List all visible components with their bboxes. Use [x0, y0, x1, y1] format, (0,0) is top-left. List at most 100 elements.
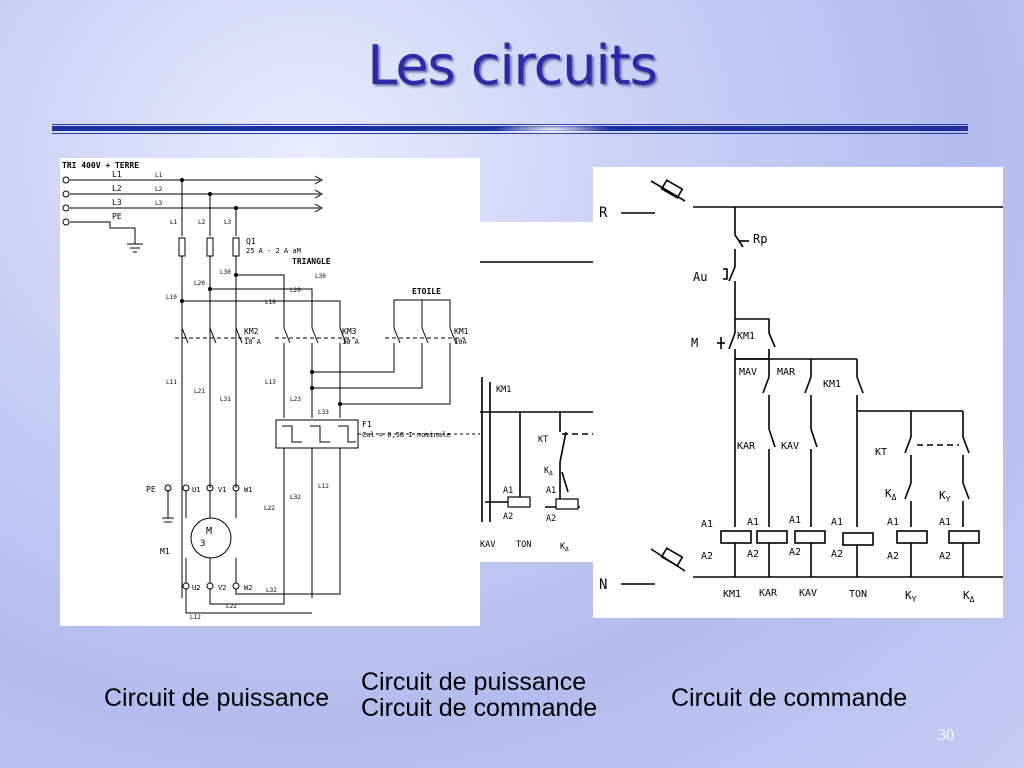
k-delta-sub: Δ [892, 493, 897, 502]
middle-diagram: KM1 KT KΔ A1 A2 A1 A2 KAV TON KΔ [480, 261, 600, 553]
terminal-w1: W1 [244, 486, 252, 494]
km1-rating: 10A [454, 338, 467, 346]
coil-km1-label: KM1 [723, 589, 741, 600]
supply-r-label: R [599, 205, 608, 221]
mav-label: MAV [739, 367, 757, 378]
coil2-a2: A2 [747, 549, 759, 560]
k-delta-contact: KΔ [885, 487, 897, 502]
km2-rating: 10 A [244, 338, 262, 346]
k-y-contact: KY [939, 489, 951, 504]
k-y-letter: K [939, 489, 946, 502]
coil-kar-label: KAR [759, 588, 778, 599]
line-l1: L1 [112, 170, 122, 179]
middle-kt-label: KT [538, 435, 548, 445]
wire-l2-top: L2 [155, 186, 163, 193]
wire-l23: L23 [290, 396, 301, 403]
terminal-w2: W2 [244, 584, 252, 592]
wire-l10-a: L10 [166, 294, 177, 301]
wire-l20-b: L20 [290, 287, 301, 294]
middle-k-bottom: KΔ [560, 542, 569, 553]
middle-k-sub: Δ [549, 470, 553, 477]
coil-k-y-letter: K [905, 589, 912, 602]
power-diagram-panel: TRI 400V + TERRE L1 L2 L3 PE L1 L2 L3 L1… [60, 158, 485, 626]
kar-label: KAR [737, 441, 756, 452]
supply-n-label: N [599, 577, 607, 593]
kt-label: KT [875, 447, 887, 458]
triangle-label: TRIANGLE [292, 257, 331, 266]
coil6-a1: A1 [939, 517, 951, 528]
coil5-a2: A2 [887, 551, 899, 562]
mar-label: MAR [777, 367, 796, 378]
coil-k-y-label: KY [905, 589, 917, 604]
relay-setting: Cal = 0,58 I nominale [362, 431, 451, 439]
relay-label: F1 [362, 420, 372, 429]
middle-a1-right: A1 [546, 486, 556, 496]
terminal-v2: V2 [218, 584, 226, 592]
wire-l30-b: L30 [315, 273, 326, 280]
middle-kav-label: KAV [480, 540, 495, 550]
slide-title: Les circuits [367, 34, 658, 97]
terminal-v1: V1 [218, 486, 226, 494]
coil3-a2: A2 [789, 547, 801, 558]
breaker-rating: 25 A - 2 A aM [246, 247, 301, 255]
wire-l1-top: L1 [155, 172, 163, 179]
km1-contact-label: KM1 [737, 331, 755, 342]
coil1-a1: A1 [701, 519, 713, 530]
k-delta-letter: K [885, 487, 892, 500]
wire-l11: L11 [166, 379, 177, 386]
coil2-a1: A1 [747, 517, 759, 528]
motor-symbol: M [206, 526, 212, 537]
middle-diagram-panel: KM1 KT KΔ A1 A2 A1 A2 KAV TON KΔ [470, 222, 600, 562]
line-l2: L2 [112, 184, 122, 193]
control-diagram: R N Rp Au M KM1 MAV MAR KM1 KAR KAV KT K… [599, 179, 1003, 604]
coil-k-delta-sub: Δ [970, 595, 975, 604]
wire-l32-b: L32 [266, 587, 277, 594]
motor-label: M1 [160, 547, 170, 556]
wire-l20-a: L20 [194, 280, 205, 287]
coil-k-delta-letter: K [963, 589, 970, 602]
coil-ton-label: TON [849, 589, 867, 600]
coil4-a1: A1 [831, 517, 843, 528]
wire-l32-a: L32 [290, 494, 301, 501]
coil4-a2: A2 [831, 549, 843, 560]
coil6-a2: A2 [939, 551, 951, 562]
wire-l3-top: L3 [155, 200, 163, 207]
pe-label: PE [146, 485, 156, 494]
wire-l2-tap: L2 [198, 219, 206, 226]
middle-a2-left: A2 [503, 512, 513, 522]
kav-label: KAV [781, 441, 799, 452]
coil5-a1: A1 [887, 517, 899, 528]
power-diagram: TRI 400V + TERRE L1 L2 L3 PE L1 L2 L3 L1… [62, 161, 485, 621]
etoile-label: ETOILE [412, 287, 441, 296]
coil-kav-label: KAV [799, 588, 817, 599]
middle-km1-label: KM1 [496, 385, 511, 395]
middle-k-label: KΔ [544, 466, 553, 477]
caption-power-left: Circuit de puissance [104, 684, 330, 712]
km3-rating: 10 A [342, 338, 360, 346]
middle-ton-label: TON [516, 540, 531, 550]
motor-phase: 3 [200, 539, 205, 549]
wire-l22-a: L22 [264, 505, 275, 512]
page-number: 30 [938, 727, 954, 744]
middle-k-bottom-letter: K [560, 542, 566, 552]
wire-l1-tap: L1 [170, 219, 178, 226]
middle-k-bottom-sub: Δ [565, 546, 569, 553]
k-y-sub: Y [946, 495, 951, 504]
title-underline [52, 124, 968, 134]
coil1-a2: A2 [701, 551, 713, 562]
middle-a2-right: A2 [546, 514, 556, 524]
line-l3: L3 [112, 198, 122, 207]
km1-aux-label: KM1 [823, 379, 841, 390]
control-diagram-panel: R N Rp Au M KM1 MAV MAR KM1 KAR KAV KT K… [593, 167, 1003, 618]
wire-l12-b: L12 [190, 614, 201, 621]
coil-k-y-sub: Y [912, 595, 917, 604]
wire-l31: L31 [220, 396, 231, 403]
caption-command-middle: Circuit de commande [361, 694, 598, 722]
rp-label: Rp [753, 232, 767, 246]
coil3-a1: A1 [789, 515, 801, 526]
km3-label: KM3 [342, 327, 357, 336]
wire-l22-b: L22 [226, 603, 237, 610]
wire-l21: L21 [194, 388, 205, 395]
m-label: M [691, 336, 698, 350]
km1-label: KM1 [454, 327, 469, 336]
